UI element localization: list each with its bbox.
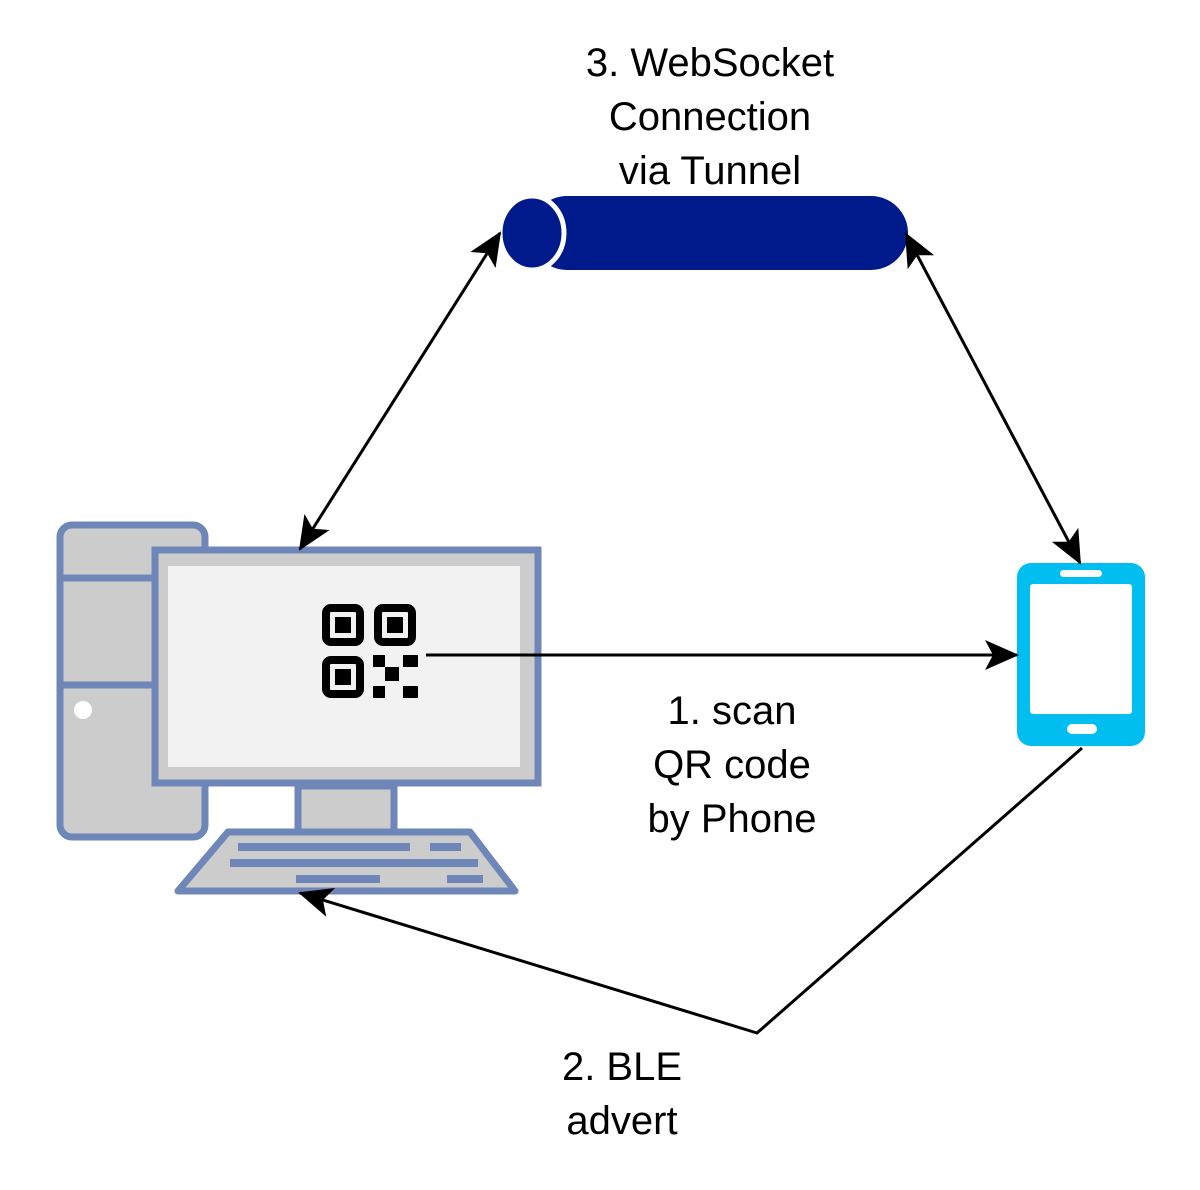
arrow-tunnel-phone [904, 232, 1082, 565]
websocket-label-line1: 3. WebSocket [585, 41, 835, 85]
ble-advert-label: 2. BLE advert [472, 1040, 772, 1148]
desktop-computer-icon [56, 521, 542, 895]
scan-label-line1: 1. scan [667, 689, 797, 733]
websocket-label-line2: Connection [608, 95, 812, 139]
scan-label-line3: by Phone [647, 797, 817, 841]
arrow-ble-to-computer [298, 746, 1083, 1035]
scan-label-line2: QR code [653, 743, 811, 787]
mobile-phone-icon [1017, 563, 1145, 746]
ble-label-line2: advert [566, 1099, 678, 1143]
scan-qr-label: 1. scan QR code by Phone [582, 684, 882, 846]
arrow-computer-tunnel [298, 231, 502, 551]
tunnel-icon [497, 193, 908, 273]
ble-label-line1: 2. BLE [561, 1045, 683, 1089]
websocket-connection-label: 3. WebSocket Connection via Tunnel [510, 36, 910, 198]
qr-code-icon [322, 604, 418, 698]
websocket-label-line3: via Tunnel [618, 149, 802, 193]
